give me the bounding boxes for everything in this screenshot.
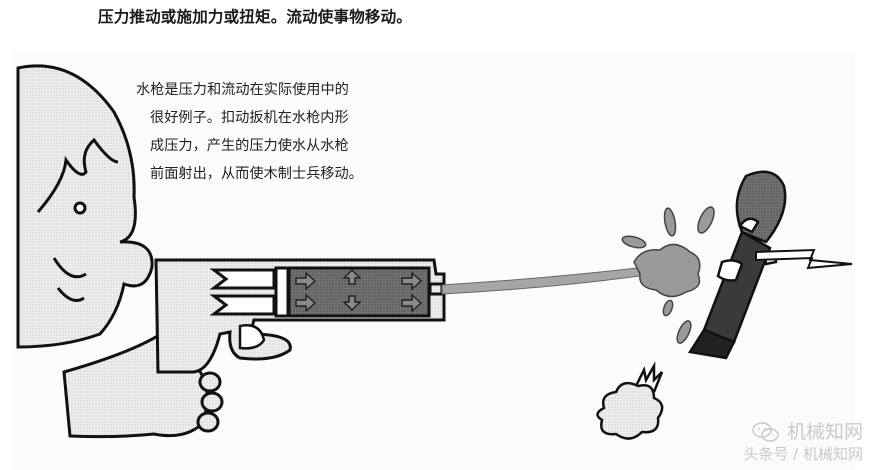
description-line: 前面射出，从而使木制士兵移动。 <box>150 166 363 182</box>
boy-head <box>16 64 154 349</box>
watermark: 机械知网 头条号 / 机械知网 <box>703 420 863 464</box>
water-pistol-illustration <box>16 64 853 440</box>
puff-cloud <box>596 361 664 440</box>
description-line: 很好例子。扣动扳机在水枪内形 <box>150 110 349 126</box>
figure-description: 水枪是压力和流动在实际使用中的 很好例子。扣动扳机在水枪内形 成压力，产生的压力… <box>136 76 426 188</box>
watermark-brand: 机械知网 <box>786 421 863 443</box>
water-stream <box>441 265 655 295</box>
caption-text: 压力推动或施加力或扭矩。流动使事物移动。 <box>98 8 413 26</box>
description-line: 成压力，产生的压力使水从水枪 <box>150 138 349 154</box>
watermark-source: 头条号 / 机械知网 <box>743 445 863 463</box>
water-splash <box>621 206 715 344</box>
description-line: 水枪是压力和流动在实际使用中的 <box>136 82 349 98</box>
wechat-icon <box>752 422 779 442</box>
pressure-arrows-icons <box>295 268 423 313</box>
motion-lightning <box>755 248 853 270</box>
illustration-figure: 水枪是压力和流动在实际使用中的 很好例子。扣动扳机在水枪内形 成压力，产生的压力… <box>14 52 855 470</box>
toy-soldier <box>687 170 787 360</box>
water-pistol <box>154 258 446 374</box>
